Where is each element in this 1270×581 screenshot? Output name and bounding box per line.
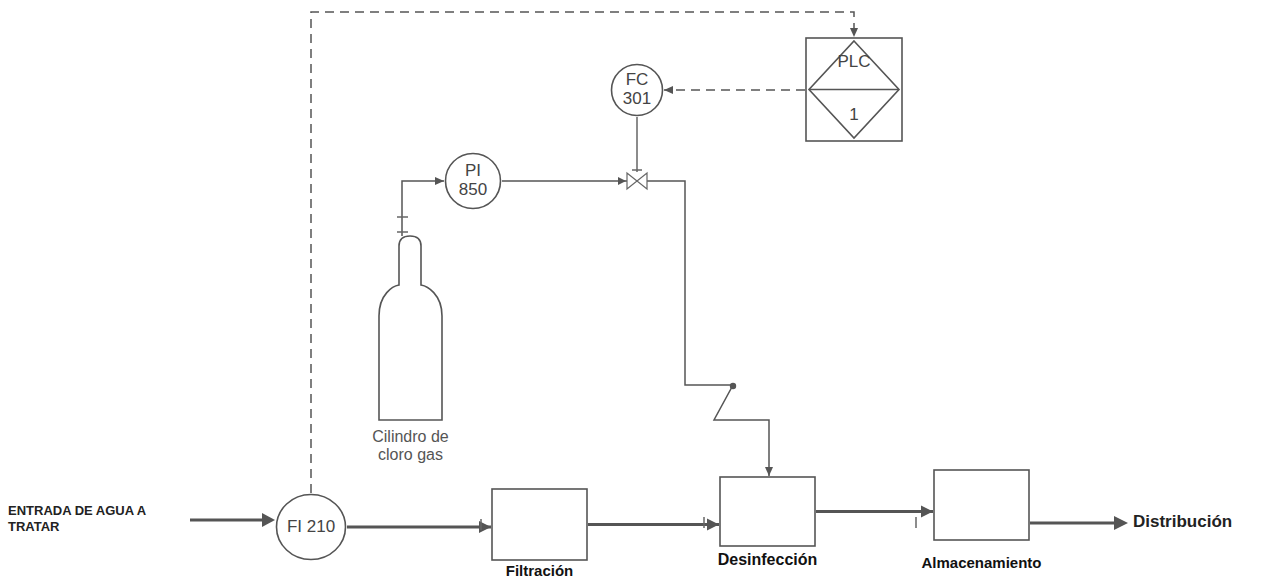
check-valve — [730, 383, 736, 389]
signal-line — [664, 89, 805, 91]
process-box: Filtración — [491, 488, 588, 561]
process-line — [588, 523, 719, 526]
controller-name: PLC — [824, 53, 884, 72]
process-line — [347, 526, 491, 529]
plc-block: PLC 1 — [805, 37, 903, 142]
process-box: Almacenamiento — [933, 469, 1030, 541]
rect-outline — [491, 488, 588, 561]
cyl-outline — [377, 236, 444, 422]
instrument-tag: PI 850 — [450, 162, 496, 199]
instrument-tag: FI 210 — [281, 518, 341, 537]
pressure-indicator: PI 850 — [444, 152, 502, 210]
flange-ticks — [397, 217, 916, 530]
instrument-tag: FC 301 — [616, 71, 658, 108]
chlorine-line — [402, 181, 444, 236]
chlorine-cylinder: Cilindro de cloro gas — [377, 236, 444, 422]
outlet-arrow — [1030, 516, 1128, 530]
control-valve — [618, 117, 647, 189]
controller-number: 1 — [824, 106, 884, 125]
inlet-arrow — [190, 513, 275, 527]
equipment-label: Cilindro de cloro gas — [363, 428, 459, 465]
equipment-label: Desinfección — [718, 551, 818, 569]
flow-controller: FC 301 — [610, 63, 664, 117]
chlorine-line — [502, 181, 769, 476]
signal-line — [311, 12, 854, 493]
outlet-label: Distribución — [1133, 511, 1263, 532]
inlet-label: ENTRADA DE AGUA A TRATAR — [8, 503, 188, 536]
rect-outline — [933, 469, 1030, 541]
flow-indicator: FI 210 — [275, 493, 347, 561]
process-line — [816, 510, 933, 513]
equipment-label: Almacenamiento — [921, 554, 1041, 571]
rect-outline — [719, 476, 816, 547]
equipment-label: Filtración — [506, 562, 574, 579]
process-box: Desinfección — [719, 476, 816, 547]
